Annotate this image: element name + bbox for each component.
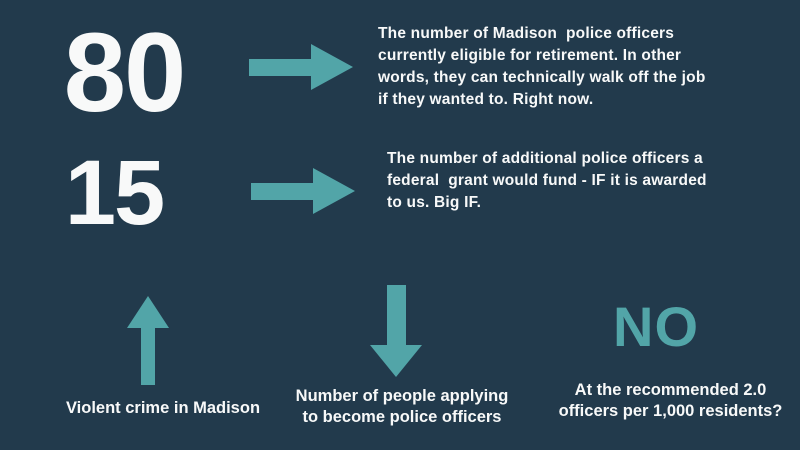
trend-label-applicants: Number of people applying to become poli… <box>278 386 526 428</box>
verdict-text: NO <box>613 295 699 358</box>
stat-description-line: federal grant would fund - IF it is awar… <box>387 172 707 189</box>
trend-label-violent-crime: Violent crime in Madison <box>38 398 288 419</box>
up-arrow-icon <box>127 296 169 386</box>
stat-description-retirement: The number of Madison police officers cu… <box>378 23 705 111</box>
arrow-head <box>313 168 355 214</box>
right-arrow-icon <box>249 44 353 90</box>
down-arrow-icon <box>370 285 422 377</box>
stat-description-line: if they wanted to. Right now. <box>378 91 594 108</box>
stat-description-line: currently eligible for retirement. In ot… <box>378 47 682 64</box>
arrow-head <box>311 44 353 90</box>
right-arrow-icon <box>251 168 355 214</box>
stat-description-grant: The number of additional police officers… <box>387 148 707 214</box>
arrow-stem <box>249 59 311 76</box>
trend-label-line: Number of people applying <box>295 387 509 405</box>
arrow-head <box>127 296 169 328</box>
arrow-stem <box>251 183 313 200</box>
trend-label-line: to become police officers <box>302 408 502 426</box>
stat-value-grant-officers: 15 <box>64 142 165 244</box>
stat-description-line: to us. Big IF. <box>387 194 482 211</box>
stat-description-line: The number of additional police officers… <box>387 150 703 167</box>
verdict-question-line: officers per 1,000 residents? <box>558 402 783 420</box>
arrow-head <box>370 345 422 377</box>
arrow-stem <box>387 285 406 346</box>
trend-label-line: Violent crime in Madison <box>65 399 261 417</box>
stat-description-line: words, they can technically walk off the… <box>378 69 706 86</box>
verdict-question: At the recommended 2.0 officers per 1,00… <box>548 380 793 422</box>
verdict-question-line: At the recommended 2.0 <box>574 381 767 399</box>
stat-description-line: The number of Madison police officers <box>378 25 675 42</box>
stat-value-retirement-eligible: 80 <box>63 10 187 135</box>
arrow-stem <box>141 327 155 385</box>
